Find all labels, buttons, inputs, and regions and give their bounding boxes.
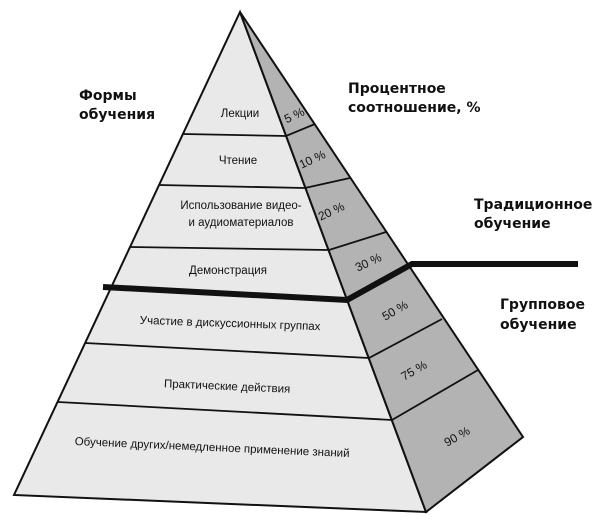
- level-label: Практические действия: [164, 378, 291, 396]
- traditional-heading: обучение: [474, 216, 551, 232]
- level-label: Демонстрация: [189, 265, 267, 277]
- pyramid-side-face: [239, 11, 525, 514]
- group-heading: обучение: [500, 317, 577, 333]
- level-label: и аудиоматериалов: [189, 217, 294, 229]
- forms-heading: Формы: [79, 88, 137, 104]
- level-label: Лекции: [221, 108, 259, 120]
- percent-heading: соотношение, %: [348, 100, 481, 116]
- traditional-group-divider: [102, 261, 578, 304]
- headings: Формы обучения Процентное соотношение, %…: [79, 81, 592, 333]
- group-heading: Групповое: [500, 297, 585, 313]
- traditional-heading: Традиционное: [474, 197, 592, 213]
- forms-heading: обучения: [79, 107, 155, 123]
- level-label: Чтение: [219, 155, 257, 167]
- percent-heading: Процентное: [348, 81, 446, 97]
- level-dividers: [57, 123, 479, 421]
- level-label: Использование видео-: [180, 200, 301, 212]
